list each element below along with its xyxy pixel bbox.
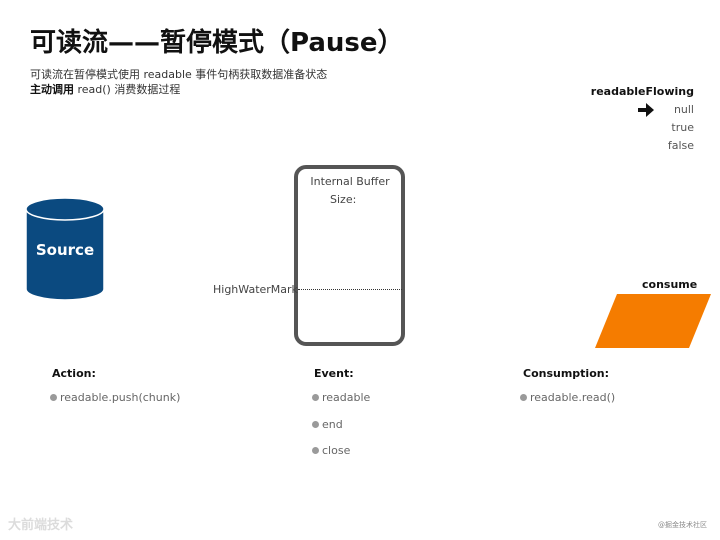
- arrow-right-icon: [638, 103, 654, 117]
- action-heading: Action:: [52, 367, 96, 380]
- consumption-heading: Consumption:: [523, 367, 609, 380]
- high-water-mark-label: HighWaterMark: [213, 283, 298, 296]
- bullet-icon: [312, 421, 319, 428]
- high-water-mark-line: [298, 289, 402, 290]
- action-item: readable.push(chunk): [50, 391, 180, 404]
- bullet-icon: [312, 447, 319, 454]
- consumption-item-label: readable.read(): [530, 391, 616, 404]
- subtitle-bold-text: 主动调用: [30, 83, 74, 96]
- action-item-label: readable.push(chunk): [60, 391, 181, 404]
- subtitle-line-1: 可读流在暂停模式使用 readable 事件句柄获取数据准备状态: [30, 68, 328, 81]
- bullet-icon: [312, 394, 319, 401]
- readable-flowing-option-true: true: [671, 121, 694, 134]
- consumption-item: readable.read(): [520, 391, 615, 404]
- event-item: close: [312, 444, 350, 457]
- watermark-right: @掘金技术社区: [658, 521, 707, 529]
- subtitle-line-2: 主动调用 read() 消费数据过程: [30, 81, 180, 97]
- bullet-icon: [50, 394, 57, 401]
- event-item: readable: [312, 391, 370, 404]
- buffer-size-label: Size:: [330, 193, 357, 206]
- source-label: Source: [35, 241, 95, 259]
- buffer-title: Internal Buffer: [310, 175, 390, 188]
- event-item-label: readable: [322, 391, 371, 404]
- event-heading: Event:: [314, 367, 354, 380]
- source-cylinder: [25, 197, 105, 301]
- bullet-icon: [520, 394, 527, 401]
- internal-buffer-box: [294, 165, 405, 346]
- page-title: 可读流——暂停模式（Pause）: [30, 28, 404, 58]
- event-item-label: end: [322, 418, 343, 431]
- readable-flowing-heading: readableFlowing: [590, 85, 694, 98]
- event-item-label: close: [322, 444, 351, 457]
- event-item: end: [312, 418, 343, 431]
- consume-parallelogram: [595, 294, 711, 348]
- readable-flowing-option-null: null: [673, 103, 694, 116]
- consume-label: consume: [642, 278, 698, 291]
- readable-flowing-option-false: false: [667, 139, 694, 152]
- subtitle-rest-text: read() 消费数据过程: [74, 83, 181, 96]
- watermark-left: 大前端技术: [8, 518, 74, 533]
